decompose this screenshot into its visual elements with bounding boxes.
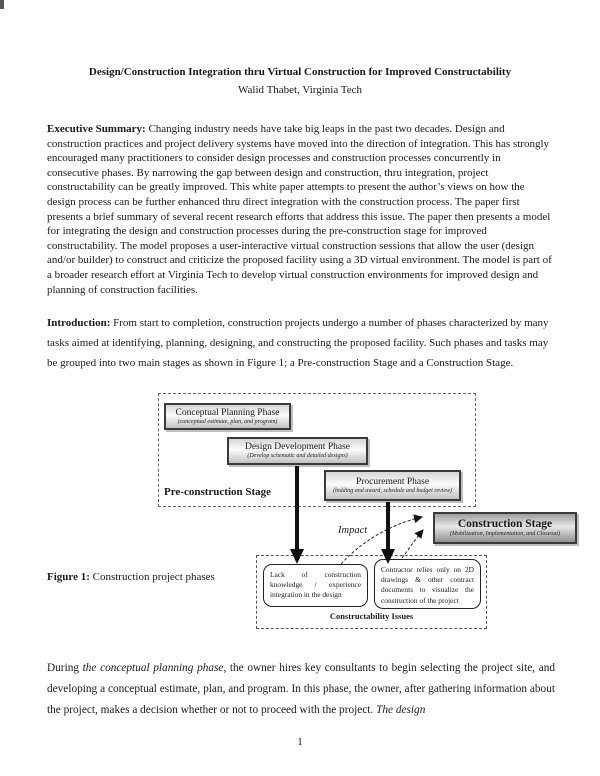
executive-summary-paragraph: Executive Summary: Changing industry nee… [47, 122, 555, 297]
phase-box-procurement: Procurement Phase (bidding and award, sc… [324, 470, 461, 501]
phase-subtitle: (conceptual estimate, plan, and program) [177, 418, 278, 425]
introduction-label: Introduction: [47, 317, 111, 329]
dashed-arrow-issue2-to-construction [401, 529, 424, 559]
phase-subtitle: (Mobilization, Implementation, and Close… [449, 531, 561, 537]
executive-summary-text: Changing industry needs have take big le… [47, 123, 552, 296]
executive-summary-label: Executive Summary: [47, 123, 146, 135]
impact-label: Impact [338, 525, 368, 536]
phase-title: Design Development Phase [244, 442, 350, 452]
document-title: Design/Construction Integration thru Vir… [88, 66, 512, 78]
introduction-paragraph: Introduction: From start to completion, … [47, 313, 555, 373]
phase-subtitle: (bidding and award, schedule and budget … [332, 487, 453, 494]
body-text-italic: The design [376, 704, 426, 717]
body-text: , the owner hires key consultants to beg… [47, 662, 556, 717]
phase-subtitle: (Develop schematic and detailed designs) [247, 453, 348, 459]
phase-title: Construction Stage [457, 518, 553, 530]
figure-caption-label: Figure 1: [47, 571, 90, 583]
figure-caption-text: Construction project phases [89, 571, 215, 583]
phase-title: Conceptual Planning Phase [175, 407, 280, 418]
body-paragraph: During the conceptual planning phase, th… [47, 658, 555, 721]
phase-box-conceptual-planning: Conceptual Planning Phase (conceptual es… [164, 403, 291, 430]
introduction-text: From start to completion, construction p… [47, 317, 549, 369]
body-text: During [47, 662, 83, 675]
pre-construction-stage-boundary [158, 393, 476, 507]
issue-box-knowledge: Lack of construction knowledge / experie… [263, 564, 368, 607]
phase-title: Procurement Phase [355, 476, 430, 487]
scan-artifact [0, 0, 4, 9]
issue-box-2d-drawings: Contractor relies only on 2D drawings & … [374, 559, 481, 609]
body-text-italic: the conceptual planning phase [82, 662, 224, 675]
figure-caption: Figure 1: Construction project phases [47, 571, 215, 583]
pre-construction-stage-label: Pre-construction Stage [164, 486, 272, 498]
constructability-issues-label: Constructability Issues [329, 611, 414, 621]
phase-box-design-development: Design Development Phase (Develop schema… [227, 437, 368, 465]
phase-box-construction-stage: Construction Stage (Mobilization, Implem… [433, 512, 577, 544]
page-number: 1 [297, 736, 303, 748]
document-author: Walid Thabet, Virginia Tech [238, 84, 362, 96]
